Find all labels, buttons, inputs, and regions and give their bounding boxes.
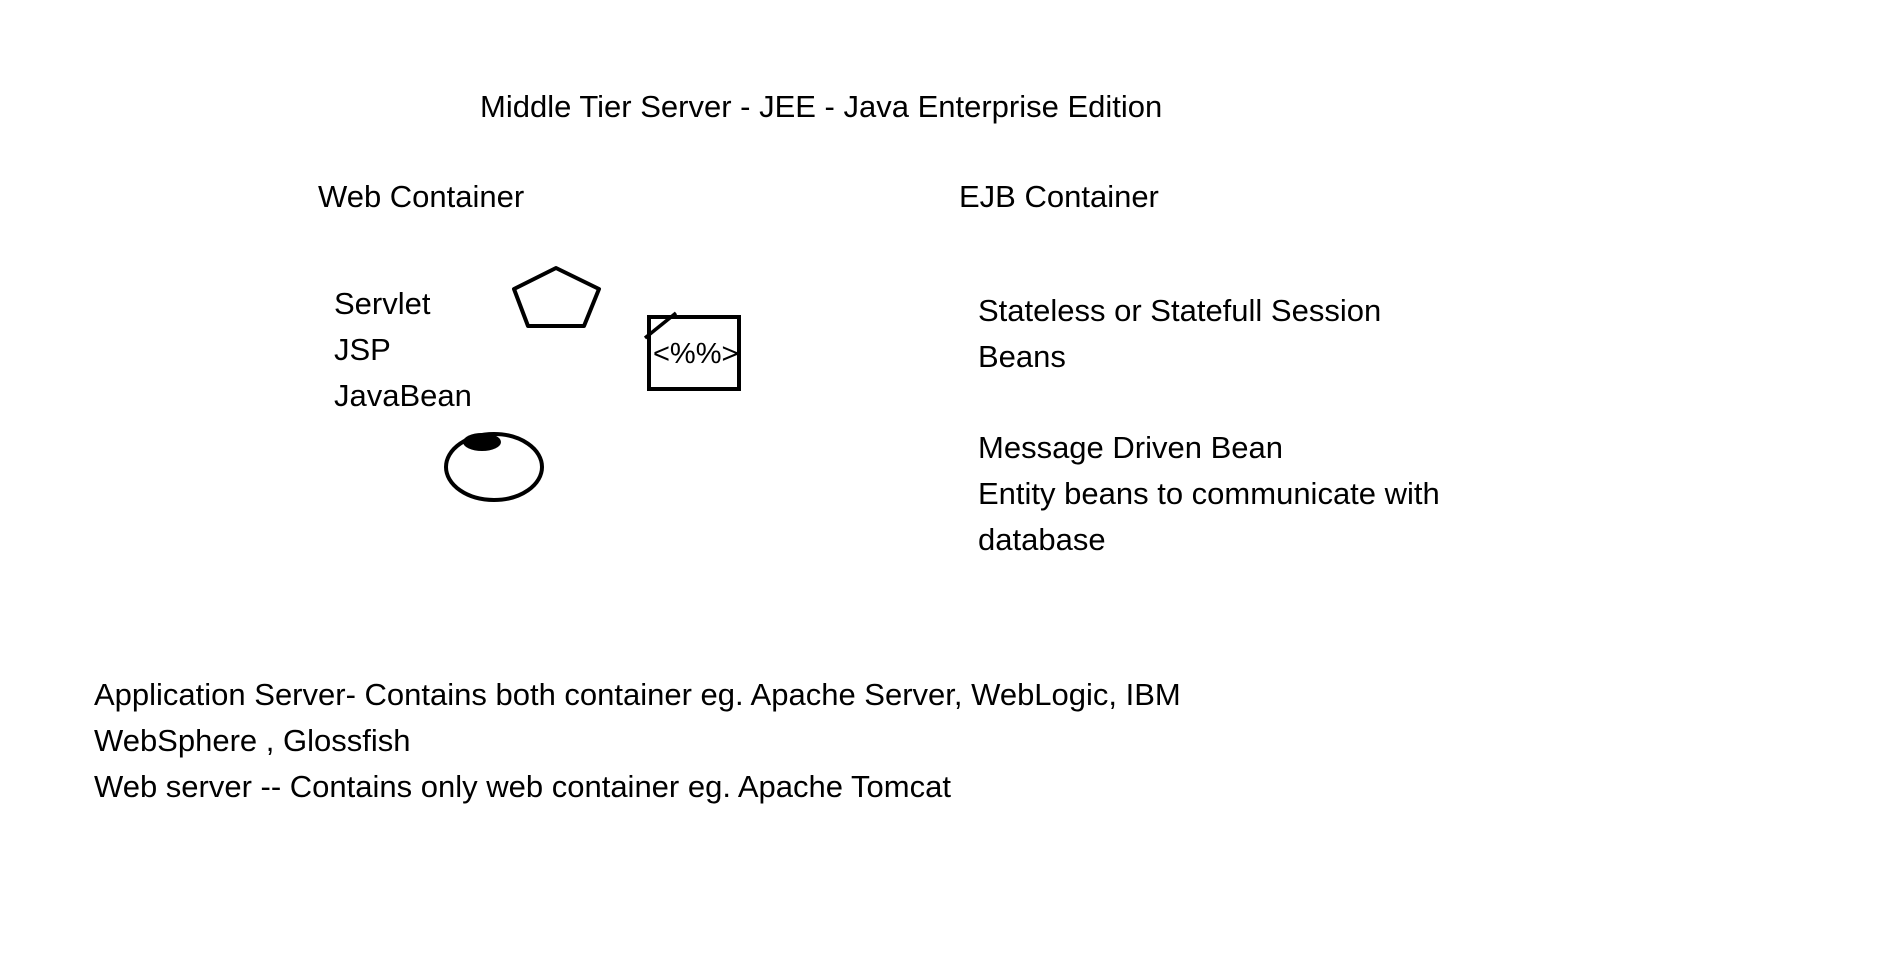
session-beans-text: Stateless or Statefull Session Beans (978, 288, 1381, 380)
message-driven-bean-line: Message Driven Bean (978, 430, 1283, 465)
jsp-label: JSP (334, 332, 391, 367)
server-notes: Application Server- Contains both contai… (94, 672, 1181, 810)
web-container-heading: Web Container (318, 179, 525, 214)
session-beans-line-1: Stateless or Statefull Session (978, 293, 1382, 328)
servlet-label: Servlet (334, 286, 431, 321)
bean-icon (444, 432, 544, 502)
page-title: Middle Tier Server - JEE - Java Enterpri… (480, 89, 1163, 124)
other-beans-text: Message Driven Bean Entity beans to comm… (978, 425, 1440, 563)
javabean-label: JavaBean (334, 378, 472, 413)
jsp-file-icon: <%%> (643, 311, 741, 391)
entity-beans-line: Entity beans to communicate with (978, 476, 1440, 511)
database-line: database (978, 522, 1106, 557)
jsp-icon-text: <%%> (653, 338, 738, 370)
pentagon-icon (512, 266, 601, 328)
web-server-note: Web server -- Contains only web containe… (94, 769, 951, 804)
ejb-container-heading: EJB Container (959, 179, 1159, 214)
web-container-list: Servlet JSP JavaBean (334, 281, 472, 419)
application-server-note: Application Server- Contains both contai… (94, 677, 1181, 712)
application-server-note-cont: WebSphere , Glossfish (94, 723, 411, 758)
session-beans-line-2: Beans (978, 339, 1066, 374)
